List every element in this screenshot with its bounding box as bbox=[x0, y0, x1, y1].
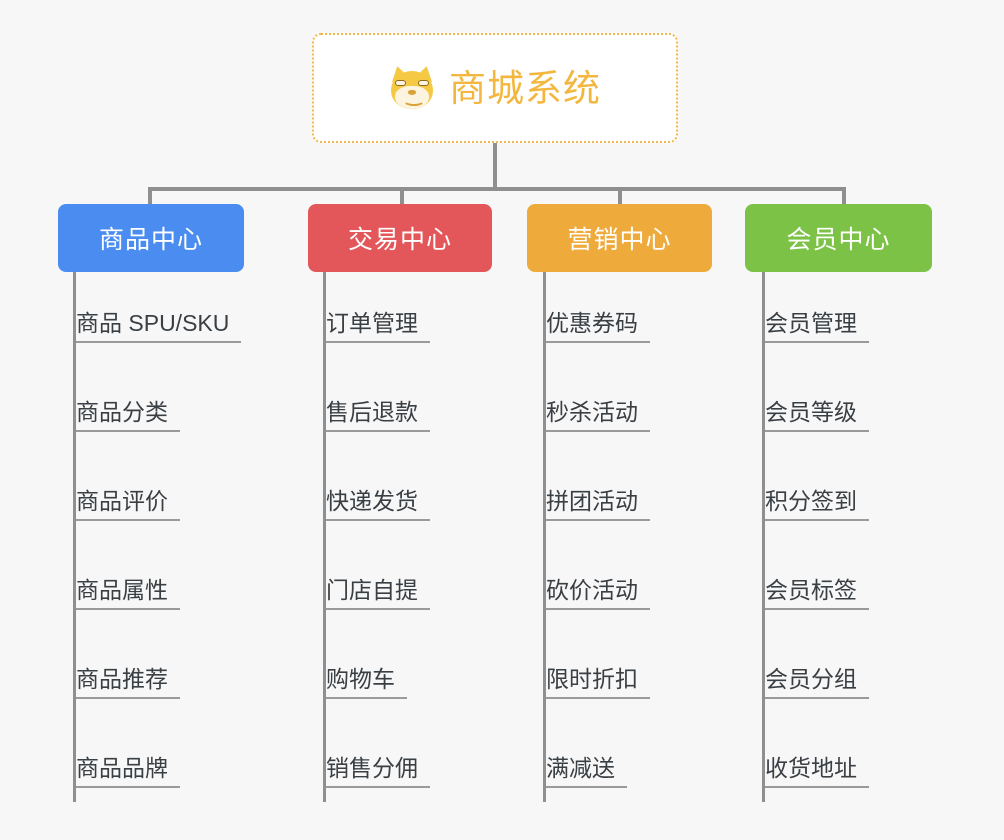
leaf-item[interactable]: 订单管理 bbox=[326, 312, 430, 343]
horizontal-bus-connector bbox=[148, 187, 846, 191]
leaf-item[interactable]: 限时折扣 bbox=[546, 668, 650, 699]
leaf-item[interactable]: 购物车 bbox=[326, 668, 407, 699]
root-node[interactable]: 商城系统 bbox=[312, 33, 678, 143]
drop-connector-2 bbox=[400, 187, 404, 207]
leaf-item[interactable]: 积分签到 bbox=[765, 490, 869, 521]
category-header-label: 会员中心 bbox=[786, 226, 891, 254]
column-trunk-line bbox=[73, 272, 76, 802]
leaf-item[interactable]: 商品品牌 bbox=[76, 757, 180, 788]
leaf-item[interactable]: 售后退款 bbox=[326, 401, 430, 432]
leaf-item[interactable]: 会员分组 bbox=[765, 668, 869, 699]
leaf-item[interactable]: 优惠券码 bbox=[546, 312, 650, 343]
leaf-item[interactable]: 商品推荐 bbox=[76, 668, 180, 699]
root-title: 商城系统 bbox=[449, 67, 601, 109]
leaf-item[interactable]: 秒杀活动 bbox=[546, 401, 650, 432]
category-header-label: 交易中心 bbox=[347, 226, 452, 254]
category-header-label: 商品中心 bbox=[98, 226, 203, 254]
leaf-item[interactable]: 满减送 bbox=[546, 757, 627, 788]
leaf-item[interactable]: 砍价活动 bbox=[546, 579, 650, 610]
leaf-item[interactable]: 会员管理 bbox=[765, 312, 869, 343]
leaf-item[interactable]: 销售分佣 bbox=[326, 757, 430, 788]
leaf-item[interactable]: 会员标签 bbox=[765, 579, 869, 610]
column-trunk-line bbox=[762, 272, 765, 802]
column-trunk-line bbox=[543, 272, 546, 802]
leaf-item[interactable]: 商品评价 bbox=[76, 490, 180, 521]
drop-connector-3 bbox=[618, 187, 622, 207]
leaf-item[interactable]: 拼团活动 bbox=[546, 490, 650, 521]
leaf-item[interactable]: 商品分类 bbox=[76, 401, 180, 432]
leaf-item[interactable]: 门店自提 bbox=[326, 579, 430, 610]
leaf-item[interactable]: 商品 SPU/SKU bbox=[76, 312, 242, 343]
column-trunk-line bbox=[323, 272, 326, 802]
category-header-product-center[interactable]: 商品中心 bbox=[58, 204, 244, 272]
drop-connector-4 bbox=[842, 187, 846, 207]
category-header-member-center[interactable]: 会员中心 bbox=[745, 204, 932, 272]
category-header-marketing-center[interactable]: 营销中心 bbox=[527, 204, 712, 272]
leaf-item[interactable]: 快递发货 bbox=[326, 490, 430, 521]
drop-connector-1 bbox=[148, 187, 152, 207]
category-header-trade-center[interactable]: 交易中心 bbox=[308, 204, 492, 272]
root-stem-connector bbox=[493, 143, 497, 191]
shiba-inu-icon bbox=[388, 64, 436, 110]
leaf-item[interactable]: 收货地址 bbox=[765, 757, 869, 788]
leaf-item[interactable]: 会员等级 bbox=[765, 401, 869, 432]
leaf-item[interactable]: 商品属性 bbox=[76, 579, 180, 610]
category-header-label: 营销中心 bbox=[567, 226, 672, 254]
